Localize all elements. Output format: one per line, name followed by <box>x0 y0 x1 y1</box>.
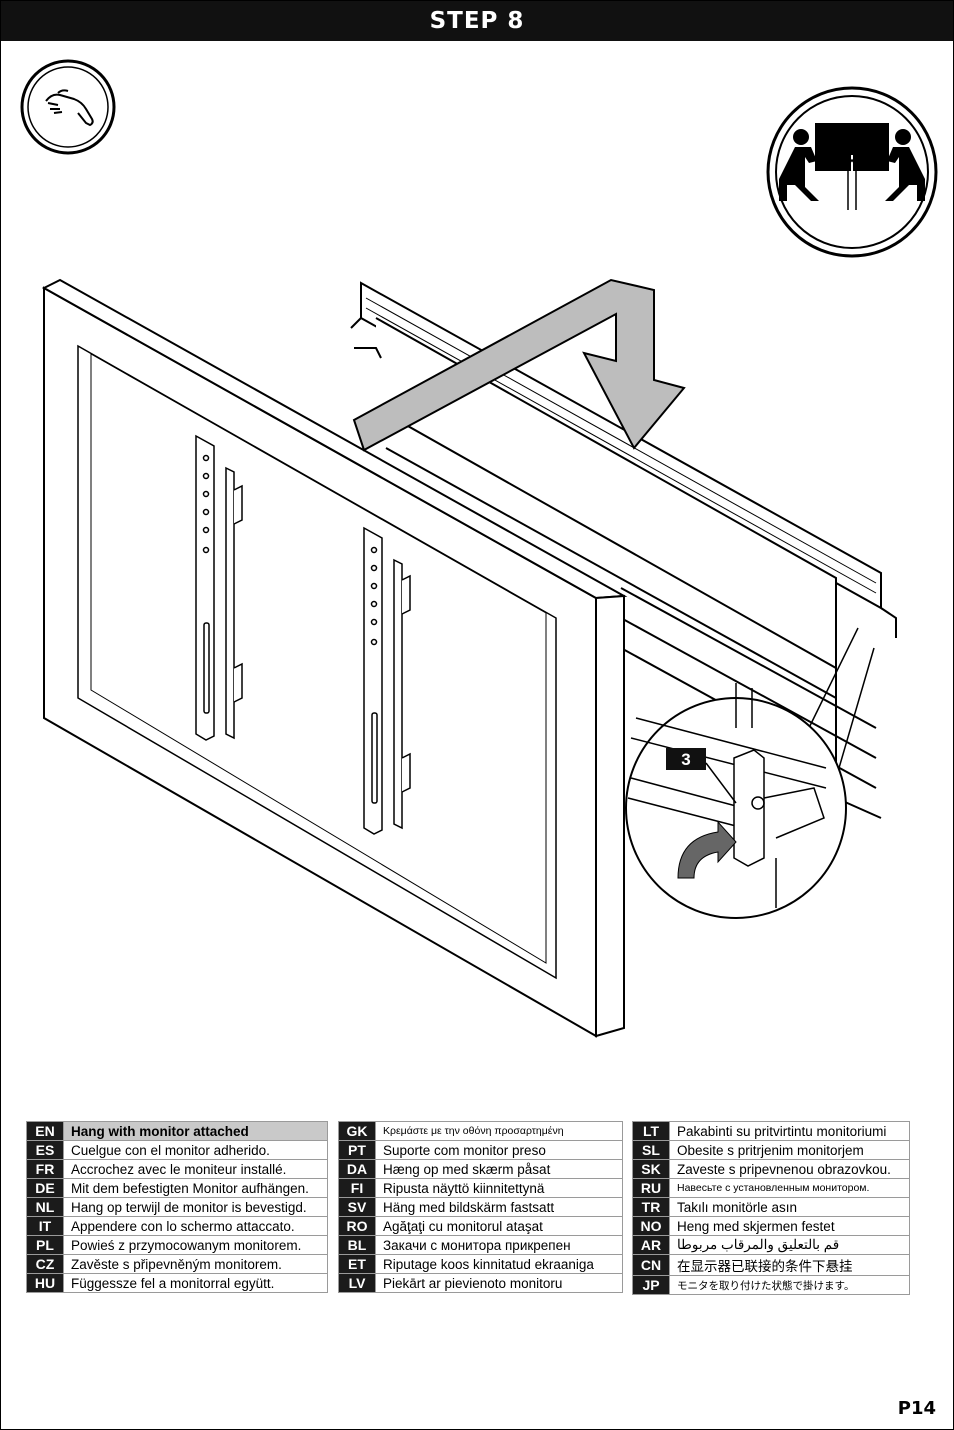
page-number: P14 <box>897 1398 936 1419</box>
lowering-arrow <box>352 278 686 452</box>
monitor-back <box>41 278 628 1038</box>
detail-zoom-circle: 3 <box>625 683 847 919</box>
callout-number: 3 <box>681 750 690 769</box>
hand-caution-icon <box>20 59 116 155</box>
step-header: STEP 8 <box>1 1 953 41</box>
left-monitor-bracket <box>195 434 243 741</box>
two-person-lift-icon <box>766 86 938 258</box>
mount-illustration: 3 <box>41 278 897 1038</box>
right-monitor-bracket <box>363 526 411 835</box>
